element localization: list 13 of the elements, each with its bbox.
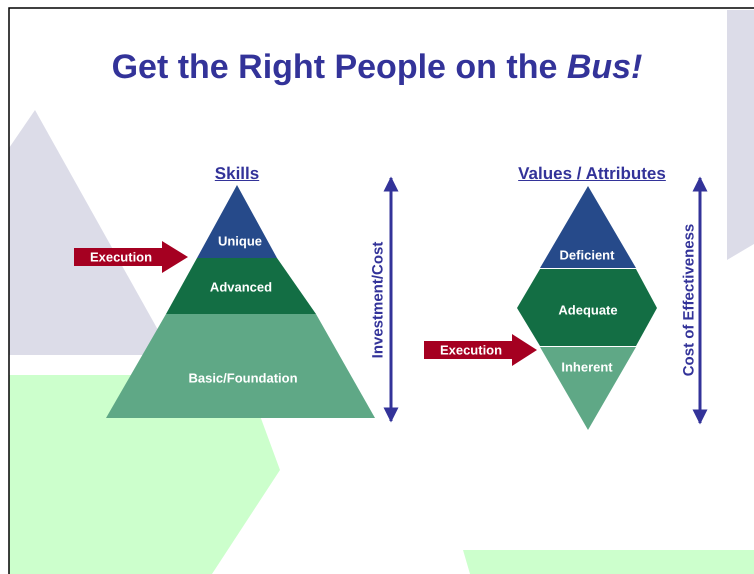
- arrow-label: Execution: [440, 344, 502, 356]
- section-heading: Values / Attributes: [518, 165, 666, 182]
- segment-label: Basic/Foundation: [188, 372, 298, 384]
- slide-title: Get the Right People on the Bus!: [110, 50, 644, 84]
- segment-label: Unique: [218, 234, 262, 248]
- segment-label: Adequate: [558, 304, 618, 316]
- section-heading: Skills: [214, 165, 260, 182]
- segment-label: Advanced: [210, 280, 272, 294]
- arrow-label: Execution: [90, 250, 152, 264]
- axis-label: Investment/Cost: [370, 242, 386, 358]
- axis-label: Cost of Effectiveness: [682, 224, 696, 376]
- segment-label: Inherent: [561, 360, 613, 374]
- segment-label: Deficient: [560, 248, 614, 262]
